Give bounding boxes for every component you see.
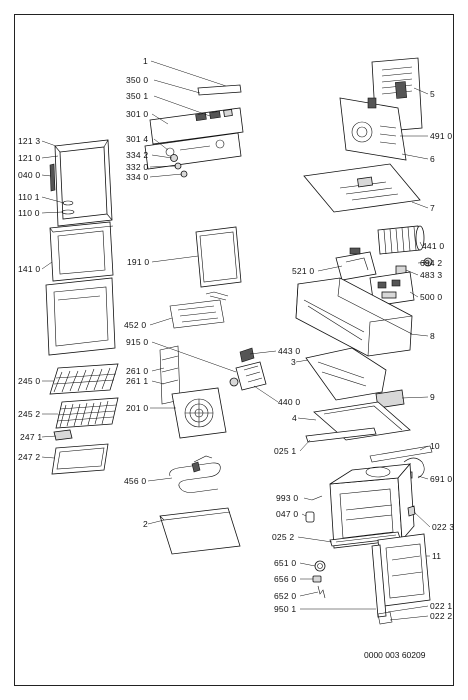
label-141-0: 141 0 [18,264,41,274]
label-950-1: 950 1 [274,604,297,614]
top-cover-plate [303,163,421,213]
label-047-0: 047 0 [276,509,299,519]
label-441-0: 441 0 [422,241,445,251]
label-651-0: 651 0 [274,558,297,568]
label-652-0: 652 0 [274,591,297,601]
fan-cover [171,387,227,439]
label-350-0: 350 0 [126,75,149,85]
label-8: 8 [430,331,435,341]
oven-top-housing [295,277,413,357]
wire-rack [49,363,119,395]
label-040-0: 040 0 [18,170,41,180]
label-452-0: 452 0 [124,320,147,330]
side-strip [371,544,387,618]
inner-glass-panel [49,221,114,282]
label-500-0: 500 0 [420,292,443,302]
label-350-1: 350 1 [126,91,149,101]
label-110-1: 110 1 [18,192,40,202]
label-443-0: 443 0 [278,346,301,356]
label-11: 11 [432,551,442,561]
leader-lines [41,60,431,621]
side-bracket [305,347,387,401]
label-656-0: 656 0 [274,574,297,584]
label-7: 7 [430,203,435,213]
label-025-2: 025 2 [272,532,295,542]
back-panel [339,97,407,161]
outer-glass-panel [45,277,116,356]
lamp-socket [305,511,315,523]
label-022-1: 022 1 [430,601,453,611]
bottom-plate [159,507,241,555]
label-440-0: 440 0 [278,397,301,407]
grill-element [169,291,229,329]
label-10: 10 [430,441,440,451]
label-261-1: 261 1 [126,376,149,386]
control-board [369,271,415,307]
label-491-0: 491 0 [430,131,453,141]
label-915-0: 915 0 [126,337,149,347]
drawing-code: 0000 003 60209 [364,650,426,660]
label-521-0: 521 0 [292,266,315,276]
label-334-2: 334 2 [126,150,149,160]
door-handle-bracket [49,163,56,192]
label-334-0: 334 0 [126,172,149,182]
label-993-0: 993 0 [276,493,299,503]
label-110-0: 110 0 [18,208,40,218]
motor-assembly [229,347,267,391]
front-frame [377,533,431,607]
label-245-2: 245 2 [18,409,41,419]
lower-heating-element [169,455,221,493]
label-6: 6 [430,154,435,164]
label-301-4: 301 4 [126,134,149,144]
cooling-fan [377,225,425,255]
label-483-3: 483 3 [420,270,443,280]
screw-993 [311,495,323,501]
lamp-assembly [312,560,326,599]
diagram-frame [14,14,454,686]
label-261-0: 261 0 [126,366,149,376]
label-4: 4 [292,413,297,423]
label-3: 3 [291,357,296,367]
label-121-3: 121 3 [18,136,41,146]
label-025-1: 025 1 [274,446,297,456]
label-022-3: 022 3 [432,522,455,532]
cavity-clip [407,505,416,517]
label-245-0: 245 0 [18,376,41,386]
label-191-0: 191 0 [127,257,150,267]
top-heating-glass [195,226,242,288]
lower-hinge [377,611,393,625]
label-022-2: 022 2 [430,611,453,621]
grill-grid [55,397,119,429]
label-2: 2 [143,519,148,529]
label-247-1: 247 1 [20,432,43,442]
control-panel-back [144,132,242,170]
baking-tray [51,443,109,475]
door-frame [54,139,113,227]
strip-10 [369,445,433,463]
control-panel [149,107,244,145]
cavity-top-plate [313,401,411,441]
label-121-0: 121 0 [18,153,41,163]
tray-handle [53,429,73,441]
top-strip [197,84,242,96]
label-9: 9 [430,392,435,402]
label-691-0: 691 0 [430,474,453,484]
label-332-0: 332 0 [126,162,149,172]
label-301-0: 301 0 [126,109,149,119]
label-5: 5 [430,89,435,99]
label-201-0: 201 0 [126,403,149,413]
wiring-loom [335,247,377,281]
label-247-2: 247 2 [18,452,41,462]
trim-strip [305,427,377,443]
label-694-2: 694 2 [420,258,443,268]
label-1: 1 [143,56,148,66]
oven-cavity [329,462,415,549]
label-456-0: 456 0 [124,476,147,486]
